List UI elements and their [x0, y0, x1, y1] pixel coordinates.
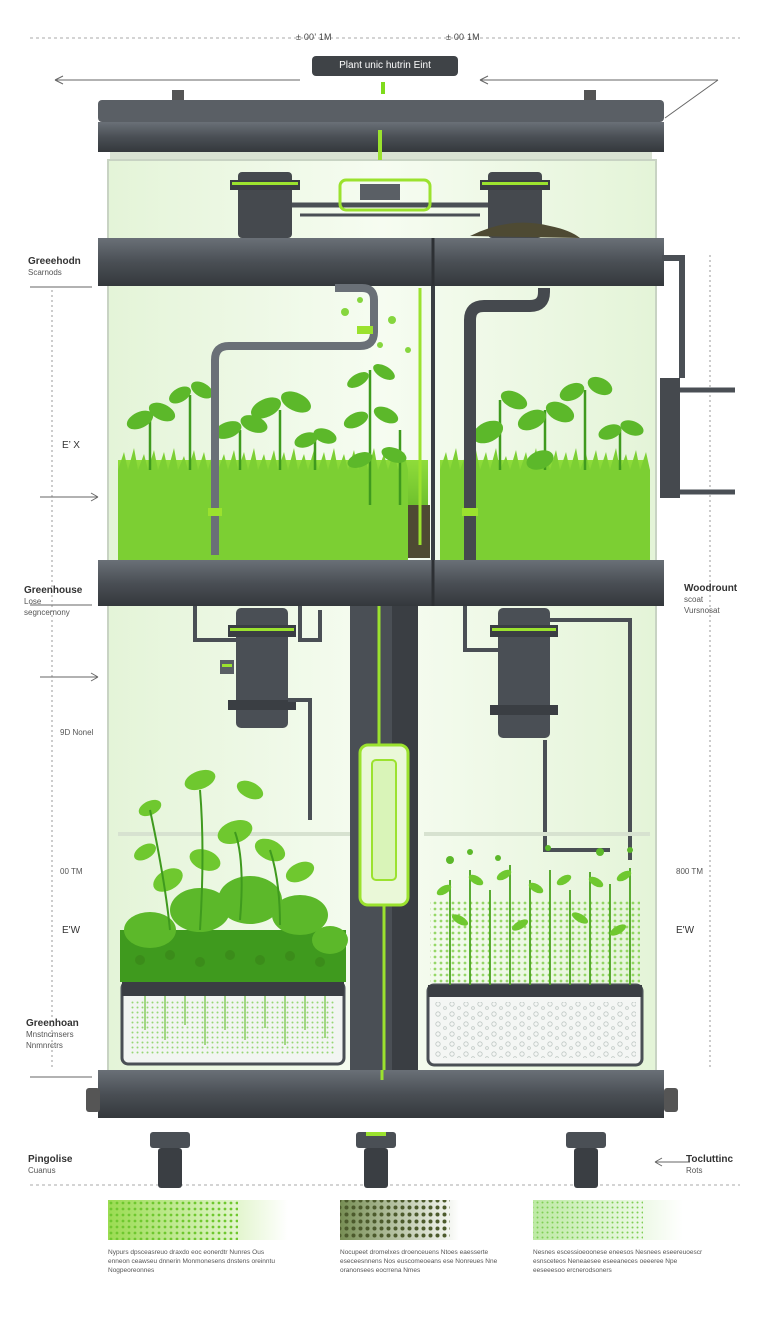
left-label-5: 00 TM: [60, 867, 83, 876]
left-label-2: E’ X: [62, 440, 80, 451]
left-label-7: Greenhoan Mnstncmsers Nnmnrctrs: [26, 1018, 79, 1050]
left-label-1: Greeehodn Scarnods: [28, 256, 81, 277]
caption-3: Nesnes escessioeoonese eneesos Nesnees e…: [533, 1249, 703, 1274]
lower-left-plants: [118, 769, 350, 1066]
right-label-1: Woodrount scoat Vursnosat: [684, 583, 738, 615]
casters: [150, 1132, 606, 1188]
left-label-8: Pingolise Cuanus: [28, 1154, 73, 1175]
top-dimension-left: ± 00’ 1M: [296, 32, 332, 42]
diagram-title: Plant unic hutrin Eint: [312, 56, 458, 76]
right-label-4: Tocluttinc Rots: [686, 1154, 734, 1175]
upper-tier-pipes: [208, 284, 550, 562]
material-swatches: [108, 1200, 683, 1240]
caption-2: Nocupeet dromelxes droenceuens Ntoes eae…: [340, 1249, 498, 1274]
left-label-6: E'W: [62, 925, 81, 936]
left-label-3: Greenhouse Lose segncernony: [24, 585, 83, 617]
top-pumps: [230, 130, 580, 238]
left-label-4: 9D Nonel: [60, 728, 94, 737]
top-dimension-right: ± 00 1M: [446, 32, 480, 42]
central-column: [350, 606, 418, 1074]
lower-right-plants: [424, 832, 650, 1067]
middle-pumps: [193, 606, 632, 860]
right-label-2: 800 TM: [676, 867, 703, 876]
caption-1: Nypurs dpsceasreuo draxdo eoc eonerdtr N…: [108, 1249, 275, 1274]
right-label-3: E'W: [676, 925, 695, 936]
